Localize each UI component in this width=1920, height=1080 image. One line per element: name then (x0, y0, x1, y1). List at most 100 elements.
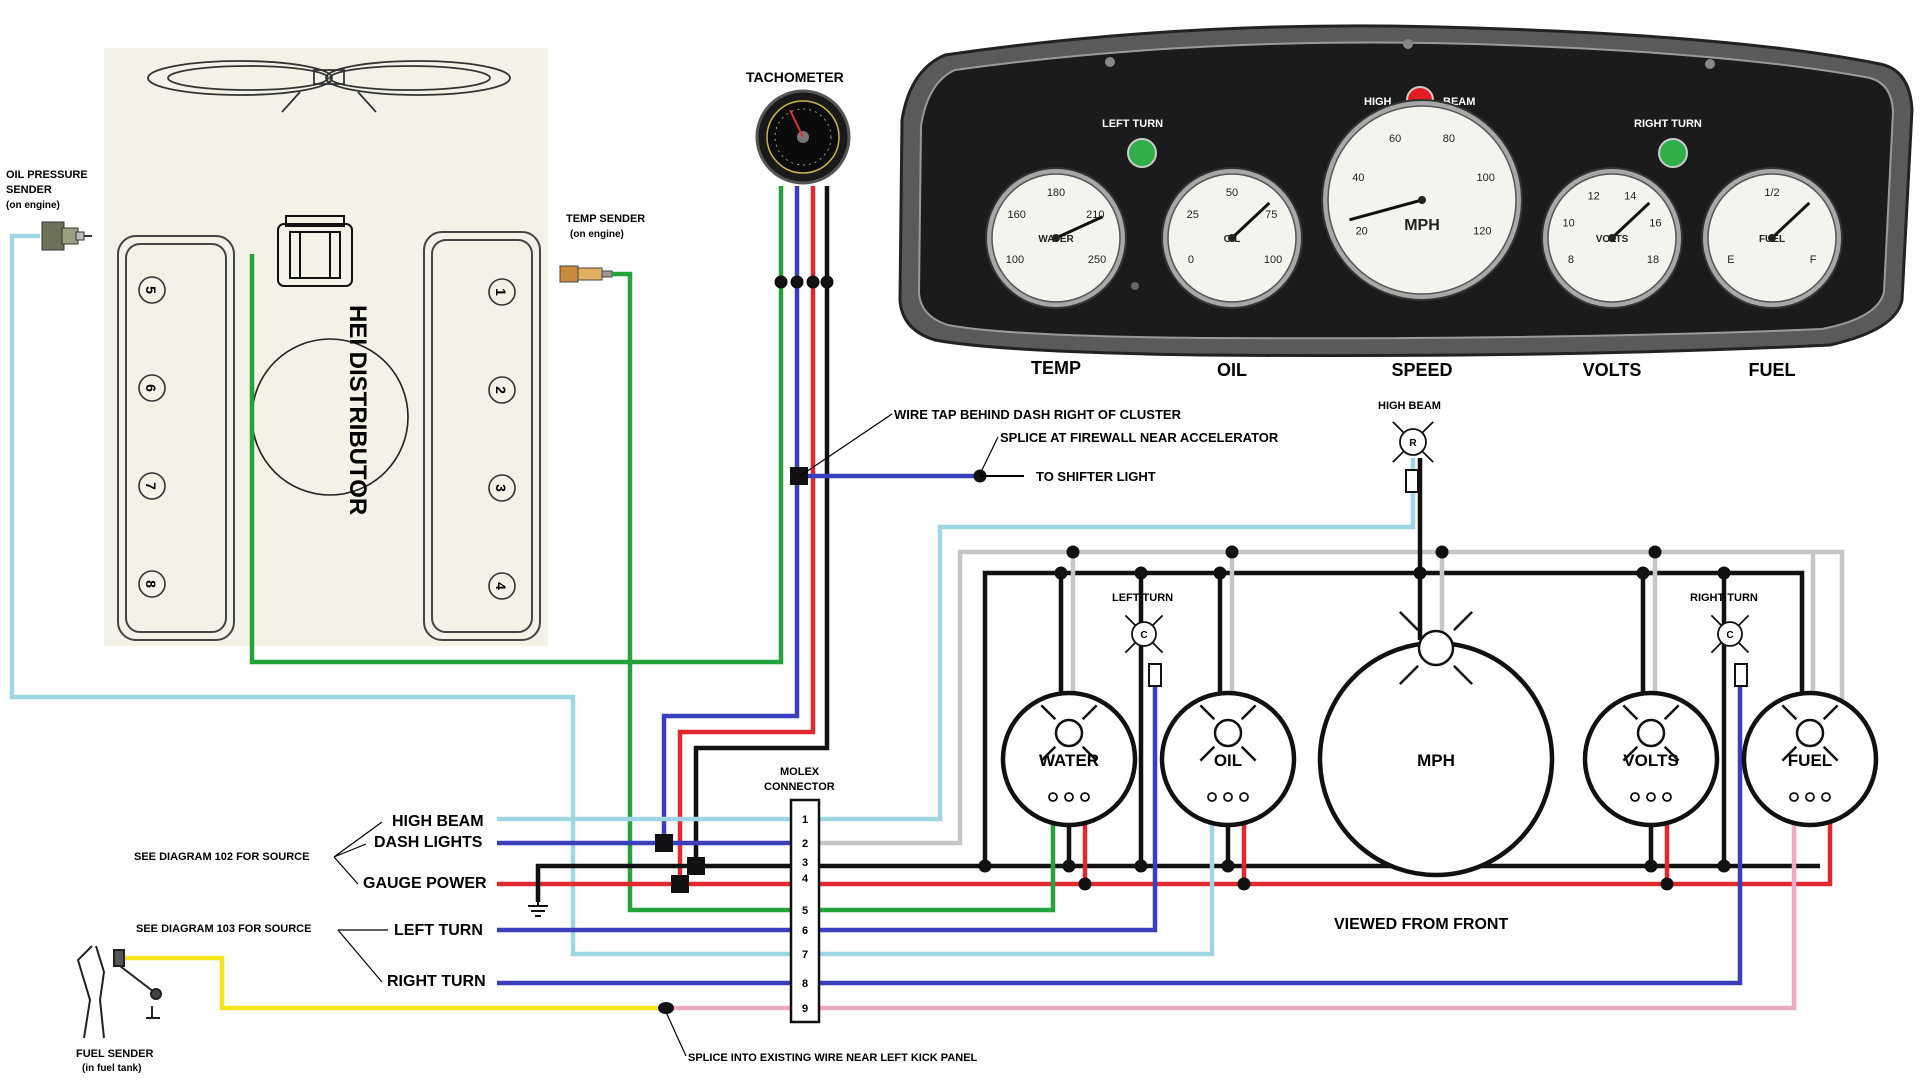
wire-pin9-fuel (809, 800, 1797, 1011)
dash-gauge-oil-needle (1230, 201, 1271, 240)
dash-right-turn-label: RIGHT TURN (1634, 118, 1702, 130)
dash-gauge-oil-tick-3: 75 (1265, 209, 1277, 221)
schematic-gauge-oil-lamp-icon-ray-3 (1240, 745, 1257, 762)
dash-left-turn-label: LEFT TURN (1102, 118, 1163, 130)
right-turn-resistor (1734, 663, 1748, 687)
right-cylinder-3: 3 (493, 484, 509, 492)
splice-dot-16 (1221, 859, 1235, 873)
schematic-gauge-fuel-lamp-icon-ray-0 (1781, 704, 1798, 721)
splice-dot-22 (1660, 877, 1674, 891)
splice-dot-6 (1435, 545, 1449, 559)
circuit-dash-lights: DASH LIGHTS (374, 834, 483, 851)
oil-sender-label-3: (on engine) (6, 200, 60, 211)
schematic-gauge-oil-lamp-icon-ray-2 (1199, 745, 1216, 762)
right-turn-indicator-light (1658, 138, 1688, 168)
dash-caption-speed: SPEED (1391, 360, 1452, 380)
left-cylinder-6: 6 (143, 384, 159, 392)
schematic-gauge-water-terminal-2 (1080, 792, 1090, 802)
dash-high-label: HIGH (1364, 96, 1392, 108)
circuit-right-turn: RIGHT TURN (387, 973, 486, 990)
schematic-gauge-fuel-terminal-0 (1789, 792, 1799, 802)
wire-fuel-sender (120, 955, 666, 1011)
dash-gauge-volts-needle (1610, 201, 1651, 240)
splice-dot-4 (1066, 545, 1080, 559)
schematic-gauge-oil-lamp-icon-ray-0 (1199, 704, 1216, 721)
splice-dot-8 (1054, 566, 1068, 580)
right-turn-bulb-letter: C (1726, 630, 1733, 641)
right-cylinder-1-circle (488, 278, 516, 306)
schematic-gauge-volts-terminal-1 (1646, 792, 1656, 802)
schematic-gauge-volts-ring (1582, 690, 1720, 828)
dash-gauge-volts-hub (1608, 234, 1616, 242)
dash-gauge-oil-tick-0: 0 (1188, 254, 1194, 266)
schematic-gauge-fuel: FUEL (1741, 690, 1879, 828)
dash-gauge-speed-tick-1: 40 (1352, 172, 1364, 184)
schematic-gauge-mph: MPH (1317, 610, 1555, 878)
splice-dot-21 (1237, 877, 1251, 891)
left-turn-bulb-ray-1 (1151, 614, 1164, 627)
dash-gauge-speed-title: MPH (1404, 217, 1440, 234)
molex-pin-6: 6 (802, 925, 808, 937)
left-cylinder-6-circle (138, 374, 166, 402)
left-turn-indicator-light (1127, 138, 1157, 168)
splice-dot-12 (1134, 566, 1148, 580)
schematic-gauge-water-lamp-icon-ray-1 (1081, 704, 1098, 721)
hei-distributor-label: HEI DISTRIBUTOR (344, 305, 371, 515)
molex-pin-3: 3 (802, 857, 808, 869)
schematic-gauge-mph-lamp-icon-ray-1 (1453, 610, 1474, 631)
right-cylinder-2-circle (488, 376, 516, 404)
high-beam-bulb-ray-2 (1392, 450, 1405, 463)
splice-dot-9 (1213, 566, 1227, 580)
splice-dot-17 (1062, 859, 1076, 873)
right-turn-bulb-ray-2 (1710, 641, 1723, 654)
left-cylinder-8: 8 (143, 580, 159, 588)
left-turn-bulb-ray-2 (1124, 641, 1137, 654)
wire-pin4-power (809, 800, 1833, 887)
dash-gauge-volts-tick-2: 12 (1588, 191, 1600, 203)
schematic-gauge-water-lamp-icon-ray-3 (1081, 745, 1098, 762)
splice-dot-7 (1648, 545, 1662, 559)
dash-gauge-temp: 100160180210250WATER (985, 167, 1127, 309)
schematic-gauge-water-terminal-0 (1048, 792, 1058, 802)
right-turn-bulb-ray-0 (1710, 614, 1723, 627)
wire-tap-label: WIRE TAP BEHIND DASH RIGHT OF CLUSTER (894, 407, 1182, 422)
dash-gauge-oil: 0255075100OIL (1161, 167, 1303, 309)
schematic-gauge-fuel-lamp-icon (1795, 718, 1825, 748)
hei-distributor-icon (277, 215, 353, 287)
schematic-gauge-mph-lamp-icon-ray-3 (1453, 665, 1474, 686)
wire-tap-square-3 (671, 875, 689, 893)
schematic-gauge-fuel-lamp-icon-ray-2 (1781, 745, 1798, 762)
wires (9, 186, 1845, 1011)
temp-sender-icon (559, 265, 613, 283)
schematic-gauge-fuel-lamp-icon-ray-3 (1822, 745, 1839, 762)
dash-gauge-speed-tick-0: 20 (1356, 226, 1368, 238)
schematic-gauge-fuel-terminal-2 (1821, 792, 1831, 802)
dash-gauge-speed-tick-5: 120 (1473, 226, 1491, 238)
dash-gauge-fuel-tick-0: E (1727, 254, 1734, 266)
schematic-gauge-oil-terminal-0 (1207, 792, 1217, 802)
dash-gauge-volts-tick-0: 8 (1568, 254, 1574, 266)
dash-gauge-volts-tick-1: 10 (1563, 217, 1575, 229)
dash-gauge-temp-tick-0: 100 (1006, 254, 1024, 266)
molex-connector-body (789, 798, 821, 1024)
temp-sender-label-1: TEMP SENDER (566, 213, 645, 225)
wire-ground (535, 863, 809, 902)
dash-gauge-speed-needle (1349, 198, 1423, 222)
schematic-gauge-volts-terminal-2 (1662, 792, 1672, 802)
wire-temp-sender (612, 271, 809, 913)
dash-gauge-oil-tick-4: 100 (1264, 254, 1282, 266)
high-beam-bulb-ray-3 (1421, 450, 1434, 463)
fuel-sender-label-2: (in fuel tank) (82, 1063, 141, 1074)
schematic-gauge-oil-label: OIL (1214, 751, 1242, 770)
right-cylinder-2: 2 (493, 386, 509, 394)
schematic-gauge-oil-ring (1159, 690, 1297, 828)
circuit-left-turn: LEFT TURN (394, 922, 483, 939)
wire-pin8-right-turn (809, 685, 1743, 986)
dash-gauge-fuel-hub (1768, 234, 1776, 242)
schematic-gauge-water-terminal-1 (1064, 792, 1074, 802)
wire-tap-square-1 (655, 834, 673, 852)
schematic-gauge-oil: OIL (1159, 690, 1297, 828)
dash-gauge-fuel-needle (1770, 201, 1811, 240)
